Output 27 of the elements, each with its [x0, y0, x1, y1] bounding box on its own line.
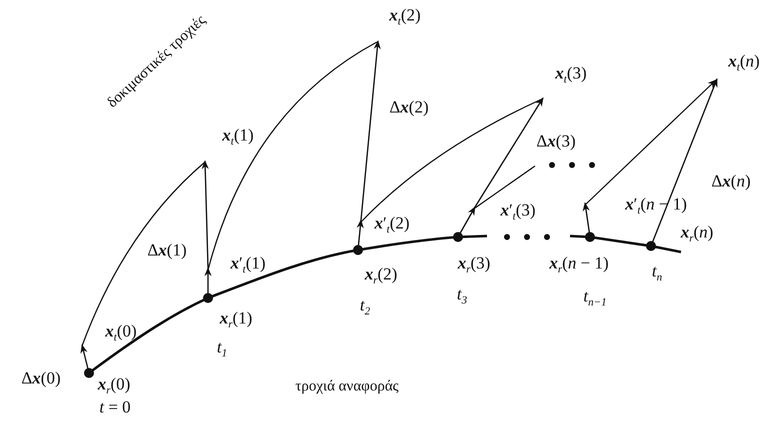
time-label: t$_{1}$ [216, 338, 228, 360]
vector-label: Δx(2) [389, 98, 429, 116]
vector-label: x$_{r}$(0) [98, 375, 130, 397]
vector-label: x′$_{t}$(1) [230, 254, 266, 276]
time-label: t$_{n}$ [652, 262, 662, 284]
time-label: t$_{3}$ [456, 285, 468, 307]
time-label: t = 0 [99, 398, 131, 416]
vector-label: Δx(3) [536, 132, 576, 150]
vector-label: x$_{t}$(2) [389, 6, 421, 28]
vector-label: x′$_{t}$(n − 1) [625, 195, 687, 217]
vector-label: x$_{r}$(3) [458, 254, 490, 276]
vector-label: x$_{t}$(1) [222, 126, 254, 148]
vector-label: Δx(n) [711, 172, 751, 190]
vector-label: x′$_{t}$(3) [500, 201, 536, 223]
vector-label: x$_{r}$(n − 1) [549, 254, 609, 276]
vector-label: Δx(1) [147, 242, 187, 258]
vector-label: x′$_{t}$(2) [374, 214, 410, 236]
vector-label: Δx(0) [21, 370, 61, 386]
curve-label: τροχιά αναφοράς [295, 380, 399, 394]
time-label: t$_{n−1}$ [583, 287, 607, 309]
vector-label: x$_{t}$(n) [728, 52, 760, 74]
vector-label: x$_{r}$(1) [220, 309, 252, 331]
time-label: t$_{2}$ [360, 296, 370, 318]
vector-label: x$_{r}$(2) [364, 265, 398, 287]
vector-label: x$_{t}$(3) [555, 64, 587, 86]
vector-label: x$_{r}$(n) [680, 223, 714, 245]
vector-label: x$_{t}$(0) [105, 322, 137, 344]
